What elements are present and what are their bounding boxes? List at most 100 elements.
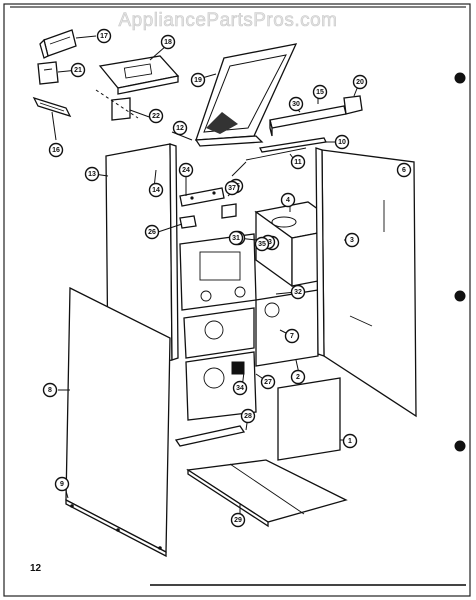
- callout-bubble: [70, 62, 86, 78]
- callout-21: 21: [70, 62, 86, 78]
- part-bracket-27: [174, 425, 246, 447]
- callout-number: 14: [152, 187, 160, 194]
- callout-bubble: [96, 28, 112, 44]
- callout-22: 22: [148, 108, 164, 124]
- callout-number: 24: [182, 167, 190, 174]
- callout-bubble: [312, 84, 328, 100]
- dash-line-top: [95, 89, 139, 119]
- callout-9: 9: [54, 476, 70, 492]
- callout-10: 10: [334, 134, 350, 150]
- callout-6: 6: [396, 162, 412, 178]
- callout-number: 31: [232, 235, 240, 242]
- part-front-panel-1: [277, 377, 341, 461]
- callout-bubble: [230, 512, 246, 528]
- part-bracket-24: [221, 203, 237, 219]
- callout-number: 32: [294, 289, 302, 296]
- callout-bubble: [84, 166, 100, 182]
- callout-number: 19: [194, 77, 202, 84]
- part-strip-10: [194, 135, 264, 147]
- part-plate-21: [111, 97, 131, 121]
- callout-group: 1234567891011121314151617181920212223242…: [42, 28, 412, 528]
- callout-number: 17: [100, 33, 108, 40]
- part-rod-9: [245, 147, 307, 161]
- page-border: [3, 3, 471, 597]
- callout-bubble: [342, 433, 358, 449]
- callout-3: 3: [344, 232, 360, 248]
- page-number: 12: [30, 563, 42, 574]
- callout-number: 10: [338, 139, 346, 146]
- callout-number: 16: [52, 147, 60, 154]
- callout-number: 7: [290, 333, 294, 340]
- callout-32: 32: [290, 284, 306, 300]
- callout-number: 12: [176, 125, 184, 132]
- callout-bubble: [396, 162, 412, 178]
- callout-28: 28: [240, 408, 256, 424]
- registration-dot-top: [454, 72, 466, 84]
- callout-26: 26: [144, 224, 160, 240]
- part-angle-14: [269, 105, 347, 137]
- callout-number: 18: [164, 39, 172, 46]
- callout-bubble: [224, 180, 240, 196]
- part-right-side-panel-6: [315, 147, 417, 418]
- callout-8: 8: [42, 382, 58, 398]
- callout-bubble: [148, 182, 164, 198]
- callout-number: 6: [402, 167, 406, 174]
- callout-15: 15: [312, 84, 328, 100]
- callout-bubble: [178, 162, 194, 178]
- callout-number: 13: [88, 171, 96, 178]
- callout-bubble: [352, 74, 368, 90]
- callout-11: 11: [290, 154, 306, 170]
- callout-bubble: [232, 380, 248, 396]
- callout-bubble: [288, 96, 304, 112]
- callout-16: 16: [48, 142, 64, 158]
- callout-bubble: [334, 134, 350, 150]
- watermark: AppliancePartsPros.com: [118, 10, 337, 31]
- callout-number: 29: [234, 517, 242, 524]
- callout-bubble: [144, 224, 160, 240]
- callout-19: 19: [190, 72, 206, 88]
- callout-17: 17: [96, 28, 112, 44]
- callout-bubble: [260, 374, 276, 390]
- callout-number: 15: [316, 89, 324, 96]
- callout-12: 12: [172, 120, 188, 136]
- callout-27: 27: [260, 374, 276, 390]
- callout-bubble: [240, 408, 256, 424]
- part-base-pan-26: [186, 459, 348, 528]
- part-front-panel-2: [255, 289, 319, 367]
- part-front-door-7: [65, 286, 171, 558]
- part-heat-exchanger-panel-mid: [183, 307, 255, 359]
- callout-bubble: [172, 120, 188, 136]
- callout-number: 4: [286, 197, 290, 204]
- callout-bubble: [42, 382, 58, 398]
- callout-number: 9: [60, 481, 64, 488]
- callout-bubble: [284, 328, 300, 344]
- callout-number: 27: [264, 379, 272, 386]
- callout-24: 24: [178, 162, 194, 178]
- callout-34: 34: [232, 380, 248, 396]
- part-bracket-22: [179, 187, 225, 207]
- callout-20: 20: [352, 74, 368, 90]
- callout-bubble: [148, 108, 164, 124]
- callout-bubble: [228, 230, 244, 246]
- callout-number: 22: [152, 113, 160, 120]
- callout-number: 3: [350, 237, 354, 244]
- callout-bubble: [290, 369, 306, 385]
- part-plate-20: [37, 61, 59, 85]
- part-bracket-23: [179, 215, 197, 229]
- callout-bubble: [48, 142, 64, 158]
- callout-7: 7: [284, 328, 300, 344]
- callout-bubble: [344, 232, 360, 248]
- callout-number: 37: [228, 185, 236, 192]
- callout-37: 37: [224, 180, 240, 196]
- callout-31: 31: [228, 230, 244, 246]
- part-bracket-16-top: [39, 29, 77, 59]
- callout-35: 35: [254, 236, 270, 252]
- callout-18: 18: [160, 34, 176, 50]
- callout-bubble: [290, 154, 306, 170]
- callout-number: 8: [48, 387, 52, 394]
- callout-bubble: [190, 72, 206, 88]
- callout-number: 2: [296, 374, 300, 381]
- callout-14: 14: [148, 182, 164, 198]
- registration-dot-bottom: [454, 440, 466, 452]
- callout-number: 1: [348, 438, 352, 445]
